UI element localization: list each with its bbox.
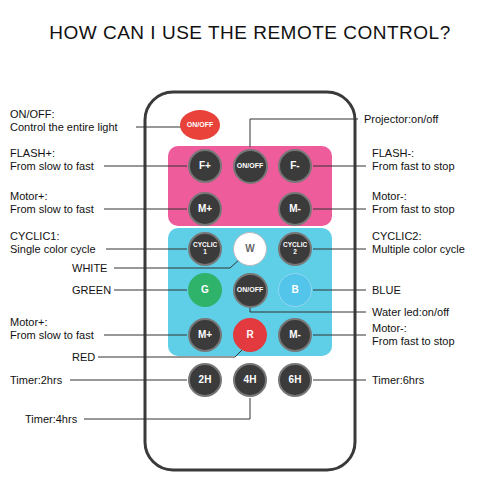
remote-button: ON/OFF <box>180 110 220 140</box>
remote-button: 6H <box>278 363 312 397</box>
remote-button: CYCLIC 2 <box>278 232 312 266</box>
remote-button: M+ <box>188 192 222 226</box>
remote-button: ON/OFF <box>233 273 268 308</box>
callout-label: WHITE <box>72 262 107 275</box>
button-label: F- <box>290 161 299 172</box>
leader-lines <box>70 119 366 419</box>
remote-button: F+ <box>188 149 222 183</box>
button-label: 4H <box>244 375 257 386</box>
button-label: 2H <box>199 375 212 386</box>
button-label: M+ <box>198 204 212 215</box>
remote-button: M+ <box>188 318 222 352</box>
callout-label: FLASH-: <box>372 147 414 160</box>
callout-label: Motor-: <box>372 190 407 203</box>
remote-button: F- <box>278 149 312 183</box>
callout-label: Timer:4hrs <box>25 413 77 426</box>
callout-label: From slow to fast <box>10 160 94 173</box>
callout-label: Water led:on/off <box>372 306 449 319</box>
callout-label: From fast to stop <box>372 203 455 216</box>
button-label: M- <box>289 204 301 215</box>
callout-label: Timer:2hrs <box>10 374 62 387</box>
pink-panel <box>168 146 332 226</box>
callout-label: From slow to fast <box>10 329 94 342</box>
button-label: ON/OFF <box>237 162 263 169</box>
remote-button: W <box>233 232 267 266</box>
callout-label: From fast to stop <box>372 335 455 348</box>
button-label: CYCLIC 2 <box>283 242 307 256</box>
callout-label: GREEN <box>72 284 111 297</box>
button-label: ON/OFF <box>187 121 213 128</box>
remote-button: 4H <box>233 363 267 397</box>
button-label: CYCLIC 1 <box>193 242 217 256</box>
button-label: ON/OFF <box>237 286 263 293</box>
callout-label: CYCLIC1: <box>10 230 60 243</box>
callout-label: Timer:6hrs <box>372 374 424 387</box>
cyan-panel <box>168 228 332 356</box>
button-label: M- <box>289 330 301 341</box>
button-label: F+ <box>199 161 211 172</box>
button-label: B <box>291 285 298 296</box>
button-label: M+ <box>198 330 212 341</box>
callout-label: From slow to fast <box>10 203 94 216</box>
callout-label: RED <box>72 351 95 364</box>
remote-button: M- <box>278 318 312 352</box>
button-label: 6H <box>289 375 302 386</box>
callout-label: From fast to stop <box>372 160 455 173</box>
callout-label: Projector:on/off <box>364 113 438 126</box>
callout-label: BLUE <box>372 284 401 297</box>
callout-label: ON/OFF: <box>10 108 55 121</box>
callout-label: Motor+: <box>10 316 48 329</box>
callout-label: Control the entire light <box>10 121 118 134</box>
remote-button: 2H <box>188 363 222 397</box>
remote-button: R <box>233 318 267 352</box>
remote-button: ON/OFF <box>233 149 268 184</box>
callout-label: Multiple color cycle <box>372 243 465 256</box>
page-title: HOW CAN I USE THE REMOTE CONTROL? <box>0 22 500 44</box>
callout-label: Single color cycle <box>10 243 96 256</box>
button-label: R <box>246 330 253 341</box>
button-label: W <box>245 244 254 255</box>
remote-button: M- <box>278 192 312 226</box>
button-label: G <box>201 285 209 296</box>
callout-label: FLASH+: <box>10 147 55 160</box>
remote-button: B <box>278 273 312 307</box>
callout-label: Motor-: <box>372 322 407 335</box>
remote-button: G <box>188 273 222 307</box>
remote-button: CYCLIC 1 <box>188 232 222 266</box>
callout-label: Motor+: <box>10 190 48 203</box>
callout-label: CYCLIC2: <box>372 230 422 243</box>
